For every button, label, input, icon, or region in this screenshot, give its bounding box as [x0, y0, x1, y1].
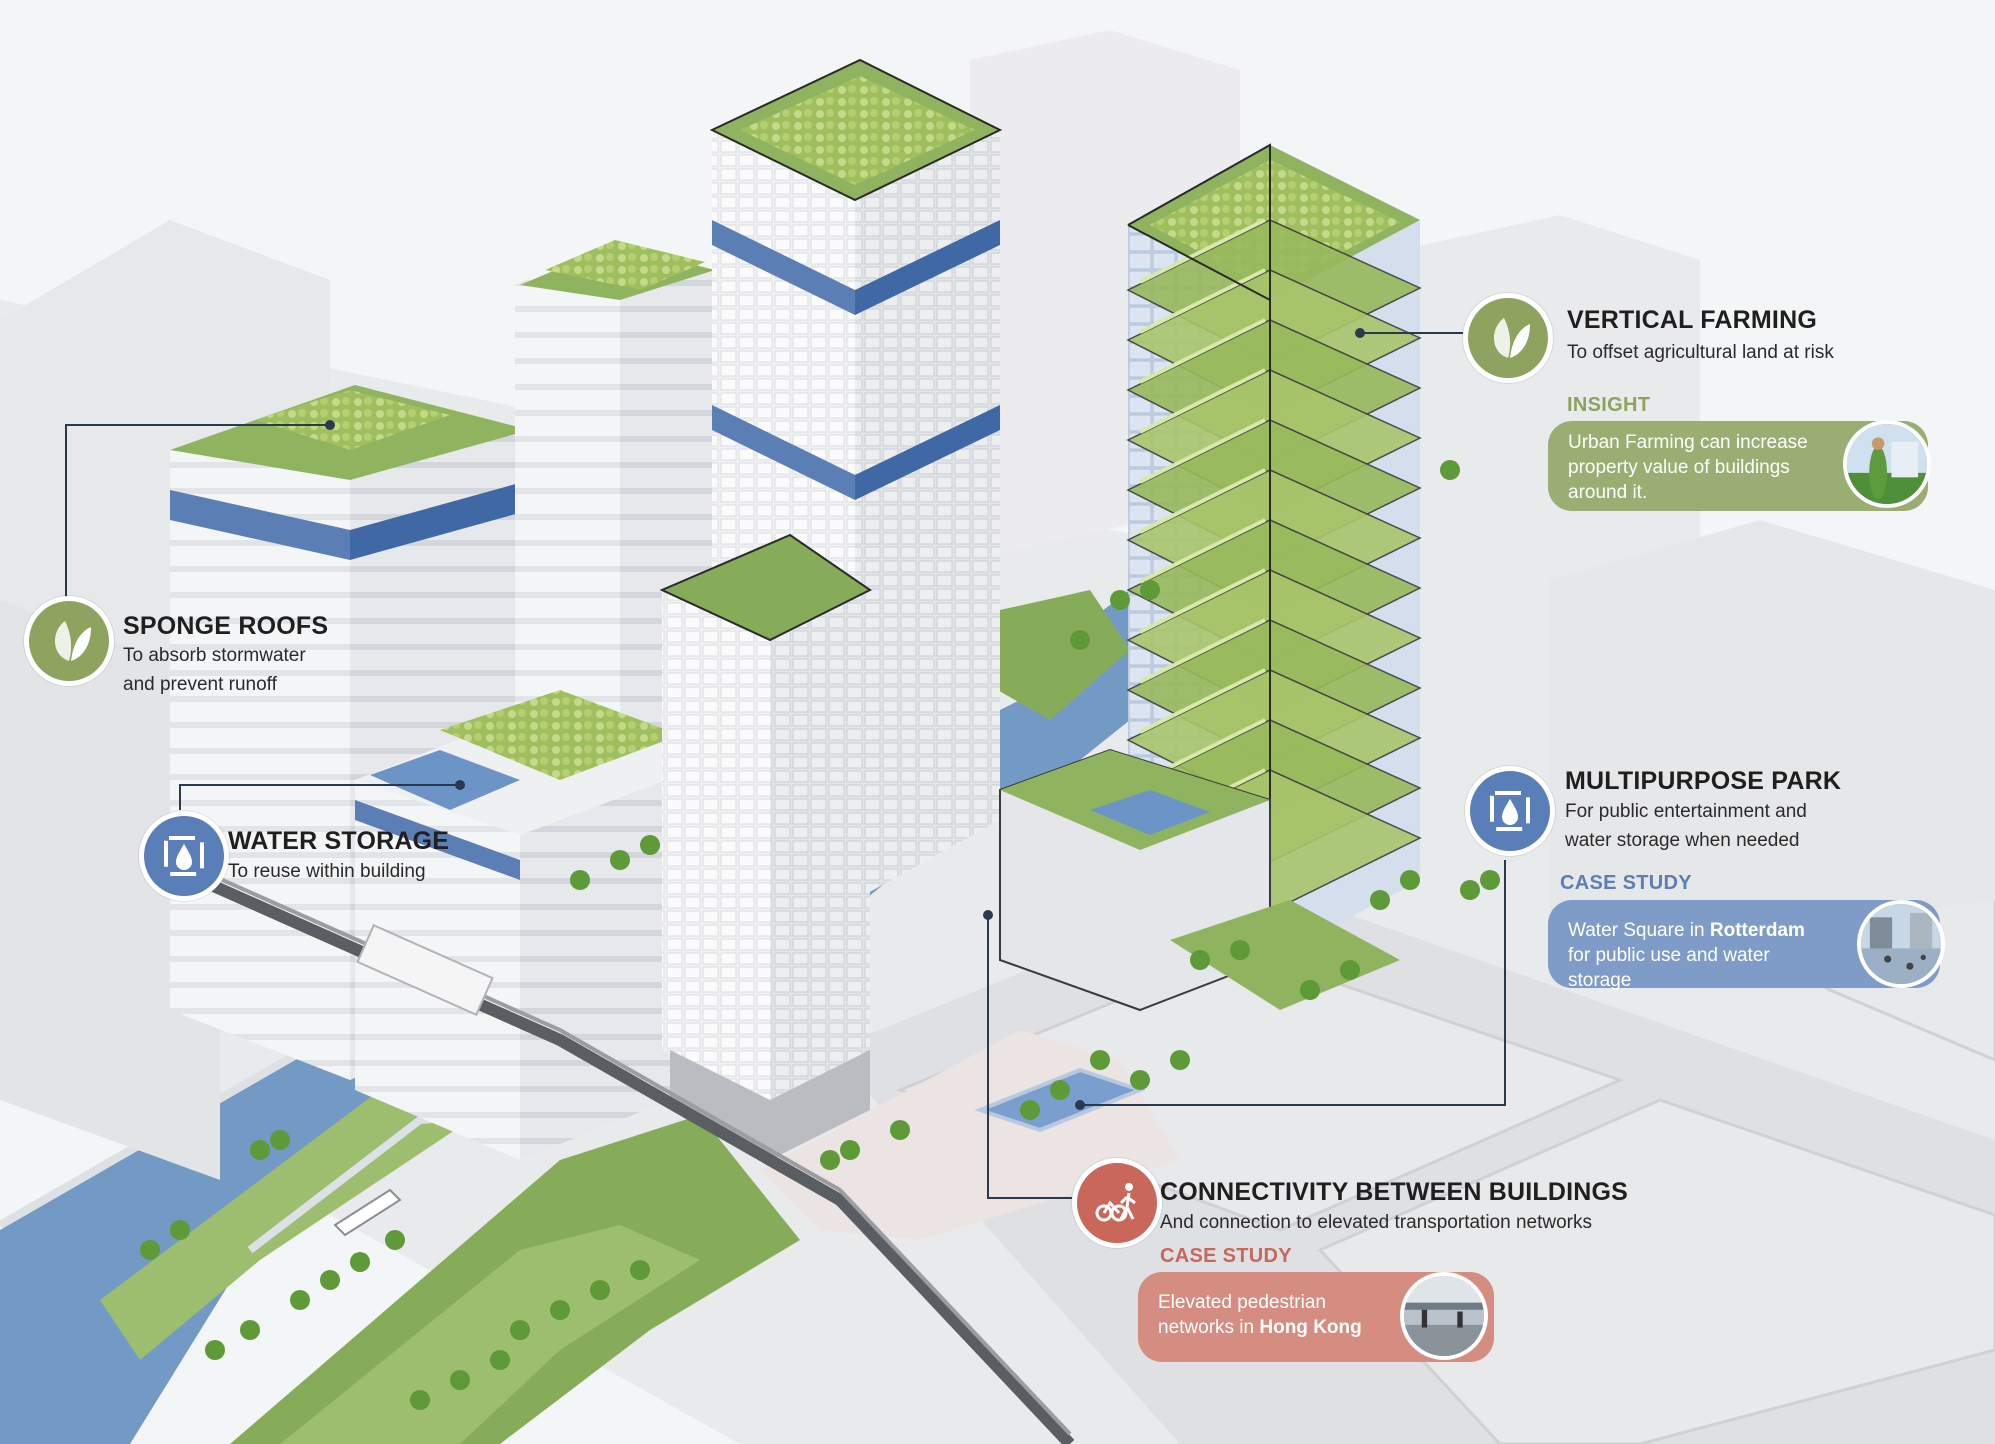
- crop-row: [1139, 418, 1266, 484]
- tree: [1110, 590, 1130, 610]
- pedestrian-cyclist-icon: [1072, 1158, 1162, 1248]
- tree: [1130, 1070, 1150, 1090]
- tree: [320, 1270, 340, 1290]
- callout-subtitle: And connection to elevated transportatio…: [1160, 1212, 1592, 1233]
- tree: [1090, 1050, 1110, 1070]
- crop-row: [1139, 618, 1266, 684]
- tree: [1440, 460, 1460, 480]
- case-study-text-post: for public use and water storage: [1568, 945, 1770, 991]
- callout-subtitle: To reuse within building: [228, 861, 426, 882]
- tree: [170, 1220, 190, 1240]
- tree: [270, 1130, 290, 1150]
- case-study-text-pre: Water Square in: [1568, 920, 1710, 941]
- tree: [1070, 630, 1090, 650]
- tree: [290, 1290, 310, 1310]
- tree: [1050, 1080, 1070, 1100]
- callout-subtitle-line2: and prevent runoff: [123, 674, 277, 695]
- callout-title: CONNECTIVITY BETWEEN BUILDINGS: [1160, 1178, 1629, 1206]
- crop-row: [1139, 568, 1266, 634]
- tree: [630, 1260, 650, 1280]
- tree: [890, 1120, 910, 1140]
- case-study-text-pre: Elevated pedestrian networks in: [1158, 1292, 1326, 1338]
- callout-title: MULTIPURPOSE PARK: [1565, 767, 1842, 795]
- tree: [1460, 880, 1480, 900]
- tree: [840, 1140, 860, 1160]
- tree: [490, 1350, 510, 1370]
- tree: [820, 1150, 840, 1170]
- tree: [1480, 870, 1500, 890]
- tree: [410, 1390, 430, 1410]
- case-study-place: Hong Kong: [1259, 1317, 1362, 1338]
- tree: [1170, 1050, 1190, 1070]
- tree: [610, 850, 630, 870]
- tree: [1020, 1100, 1040, 1120]
- leaf-icon: [24, 596, 114, 686]
- crop-row: [1139, 218, 1266, 284]
- callout-subtitle-line1: To absorb stormwater: [123, 645, 306, 666]
- callout-subtitle-line1: For public entertainment and: [1565, 801, 1807, 822]
- tree: [1400, 870, 1420, 890]
- case-study-tag: CASE STUDY: [1160, 1245, 1292, 1267]
- tree: [450, 1370, 470, 1390]
- insight-note-text: Urban Farming can increase property valu…: [1568, 432, 1808, 503]
- crop-row: [1139, 468, 1266, 534]
- tree: [1230, 940, 1250, 960]
- tree: [1140, 580, 1160, 600]
- water-square-photo: [1857, 900, 1945, 988]
- hong-kong-walkway-photo: [1400, 1272, 1488, 1360]
- crop-row: [1139, 368, 1266, 434]
- tree: [240, 1320, 260, 1340]
- water-drop-icon: [1465, 766, 1555, 856]
- urban-farming-photo: [1843, 420, 1931, 508]
- water-drop-icon: [139, 811, 229, 901]
- case-study-note: Water Square in Rotterdam for public use…: [1548, 900, 1940, 991]
- tree: [590, 1280, 610, 1300]
- case-study-tag: CASE STUDY: [1560, 872, 1692, 894]
- tree: [1300, 980, 1320, 1000]
- callout-title: WATER STORAGE: [228, 827, 450, 855]
- tree: [1190, 950, 1210, 970]
- crop-row: [1139, 518, 1266, 584]
- callout-title: VERTICAL FARMING: [1567, 306, 1817, 334]
- callout-subtitle-line2: water storage when needed: [1565, 830, 1800, 851]
- tree: [640, 835, 660, 855]
- tree: [570, 870, 590, 890]
- tree: [1340, 960, 1360, 980]
- tree: [550, 1300, 570, 1320]
- tree: [350, 1252, 370, 1272]
- tree: [250, 1140, 270, 1160]
- leaf-icon: [1463, 293, 1553, 383]
- tree: [385, 1230, 405, 1250]
- tree: [510, 1320, 530, 1340]
- tree: [140, 1240, 160, 1260]
- tree: [205, 1340, 225, 1360]
- crop-row: [1139, 318, 1266, 384]
- callout-title: SPONGE ROOFS: [123, 612, 329, 640]
- callout-subtitle: To offset agricultural land at risk: [1567, 342, 1834, 363]
- tree: [1370, 890, 1390, 910]
- crop-row: [1139, 268, 1266, 334]
- insight-tag: INSIGHT: [1567, 394, 1651, 416]
- crop-row: [1139, 668, 1266, 734]
- case-study-place: Rotterdam: [1709, 920, 1805, 941]
